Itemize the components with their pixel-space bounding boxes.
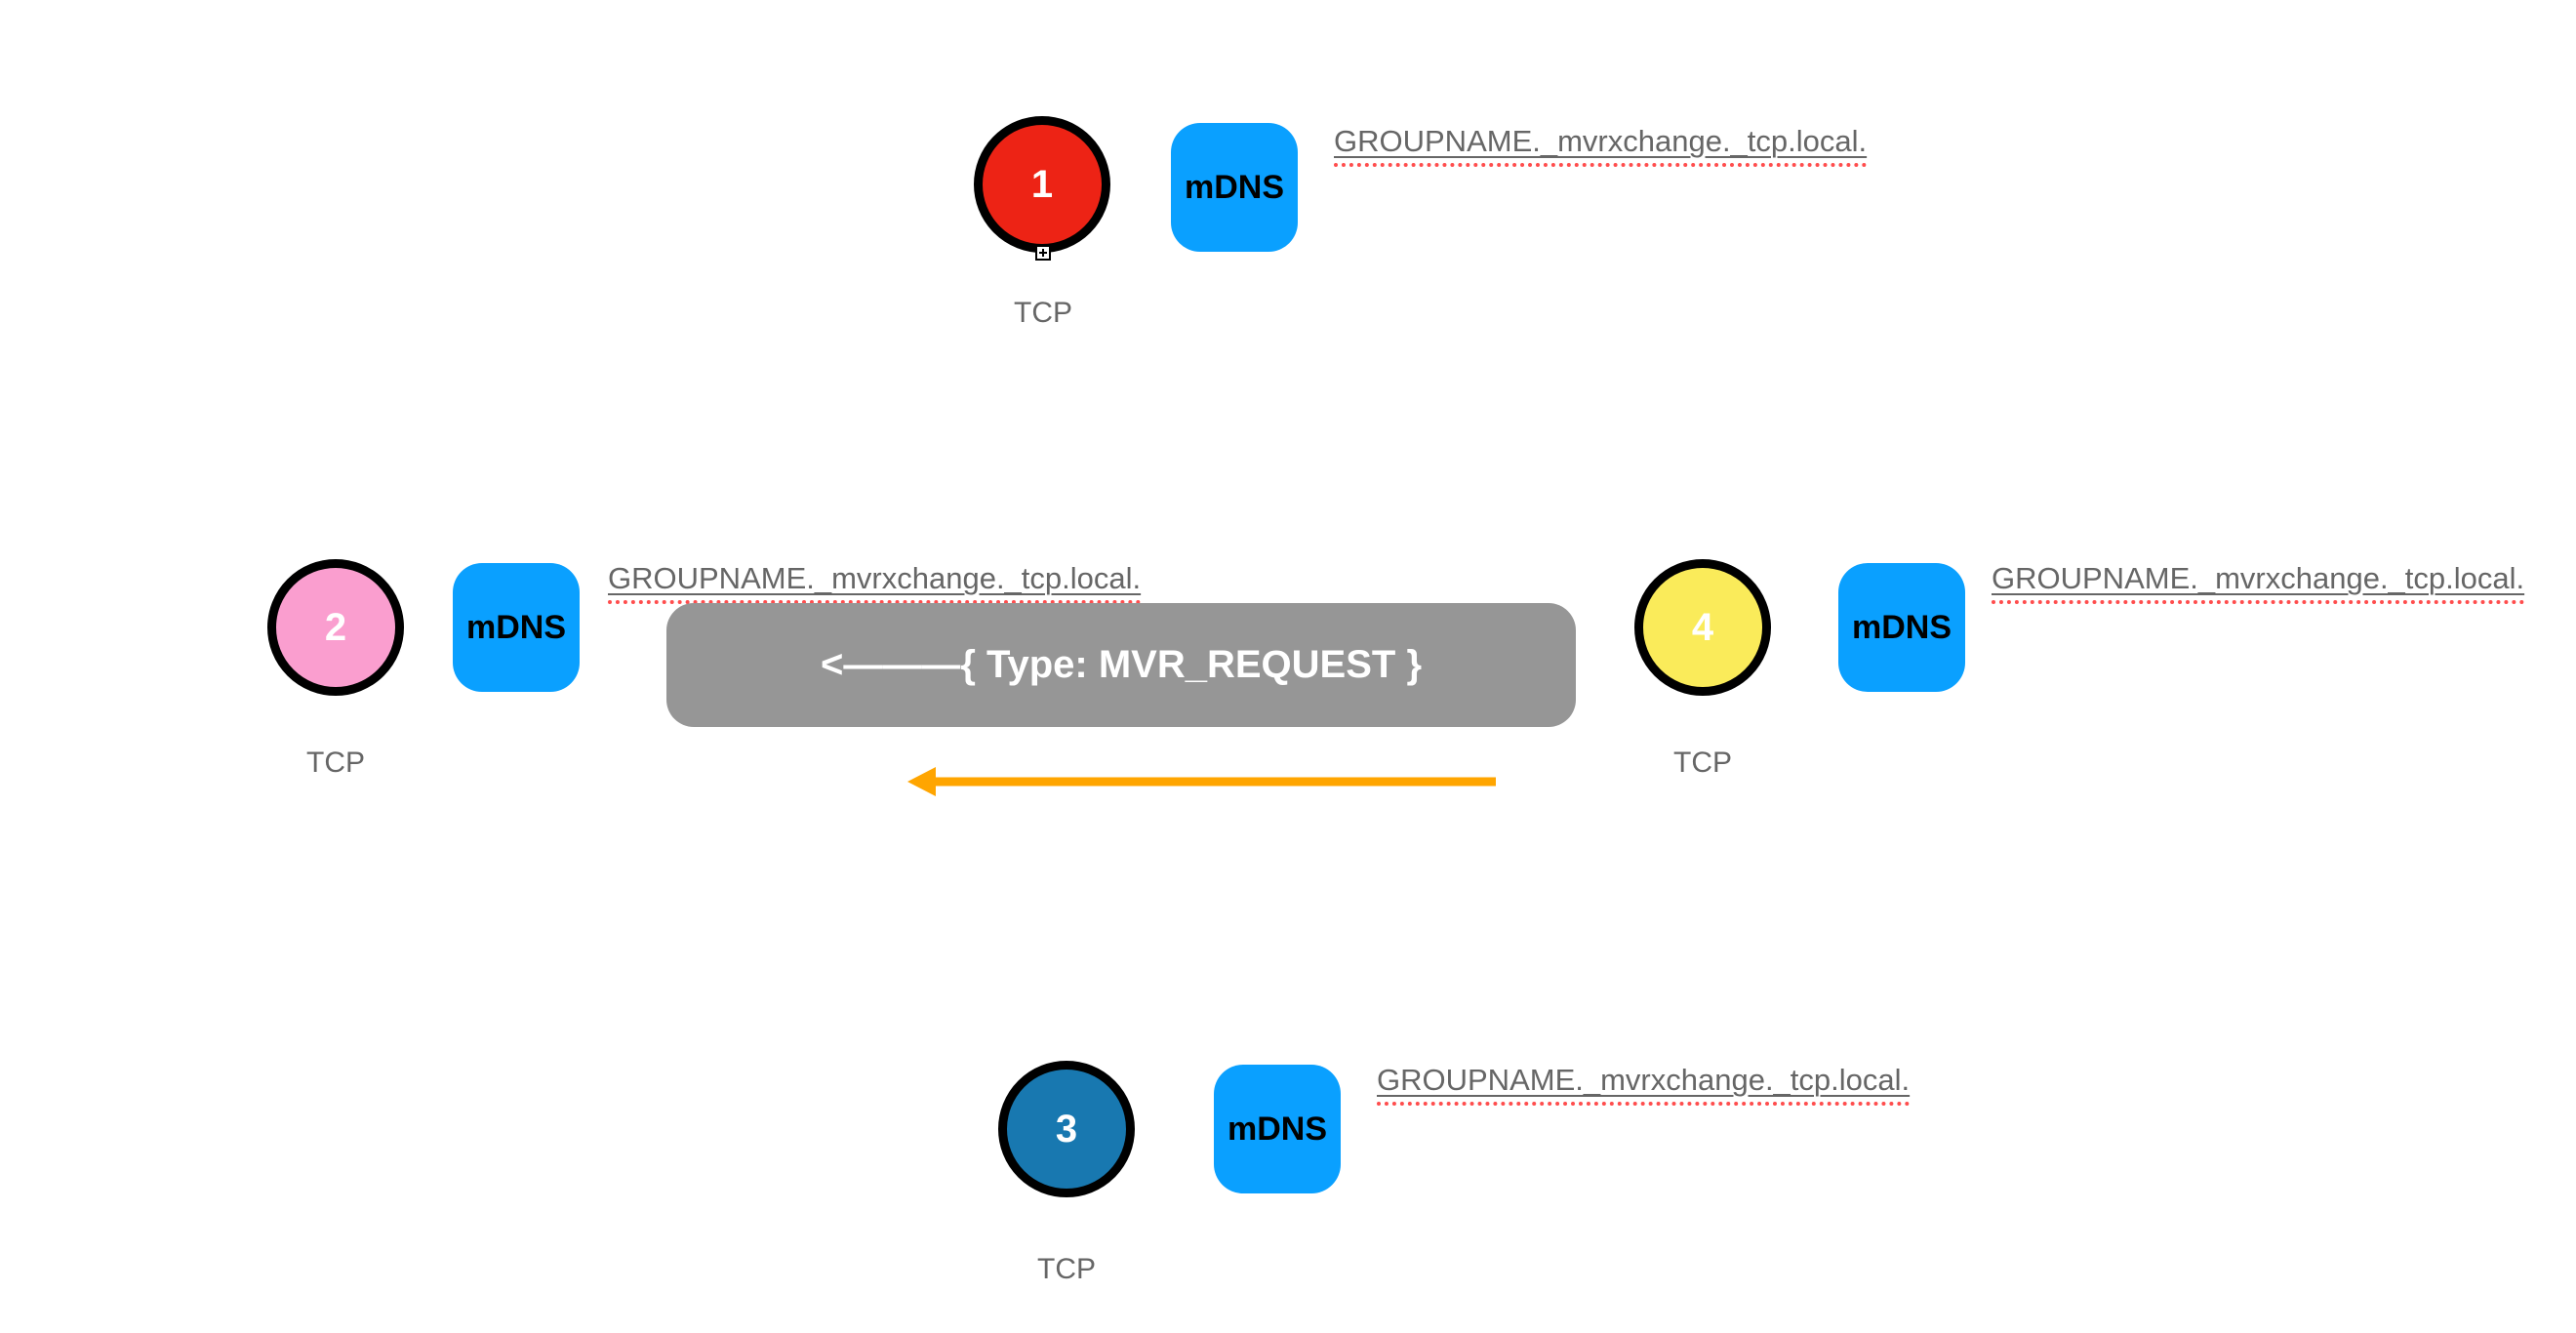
node-circle-2[interactable]: 2 xyxy=(267,559,404,696)
mdns-badge-4[interactable]: mDNS xyxy=(1838,563,1965,692)
node-number-1: 1 xyxy=(1030,163,1054,206)
service-name-1[interactable]: GROUPNAME._mvrxchange._tcp.local. xyxy=(1334,124,1867,159)
tcp-label-1[interactable]: TCP xyxy=(1014,297,1072,329)
tcp-label-3[interactable]: TCP xyxy=(1037,1253,1096,1285)
service-name-text: GROUPNAME._mvrxchange._tcp.local. xyxy=(1992,561,2525,595)
node-number-3: 3 xyxy=(1055,1108,1078,1151)
mdns-badge-3[interactable]: mDNS xyxy=(1214,1065,1341,1193)
service-name-text: GROUPNAME._mvrxchange._tcp.local. xyxy=(608,561,1142,595)
mdns-badge-label: mDNS xyxy=(1851,608,1952,646)
mdns-badge-label: mDNS xyxy=(465,608,567,646)
mdns-badge-label: mDNS xyxy=(1227,1110,1328,1148)
node-circle-1[interactable]: 1 xyxy=(974,116,1110,253)
node-number-4: 4 xyxy=(1691,606,1714,649)
mdns-badge-1[interactable]: mDNS xyxy=(1171,123,1298,252)
node-circle-3[interactable]: 3 xyxy=(998,1061,1135,1197)
service-name-2[interactable]: GROUPNAME._mvrxchange._tcp.local. xyxy=(608,561,1141,596)
arrow-head-icon xyxy=(907,767,936,796)
tcp-label-4[interactable]: TCP xyxy=(1673,747,1732,779)
connection-point-icon[interactable] xyxy=(1035,245,1051,261)
tcp-label-2[interactable]: TCP xyxy=(306,747,365,779)
request-arrow[interactable] xyxy=(903,760,1503,803)
message-text: <———{ Type: MVR_REQUEST } xyxy=(820,643,1423,686)
message-box[interactable]: <———{ Type: MVR_REQUEST } xyxy=(666,603,1576,727)
node-circle-4[interactable]: 4 xyxy=(1634,559,1771,696)
service-name-4[interactable]: GROUPNAME._mvrxchange._tcp.local. xyxy=(1992,561,2524,596)
service-name-text: GROUPNAME._mvrxchange._tcp.local. xyxy=(1377,1063,1911,1097)
service-name-text: GROUPNAME._mvrxchange._tcp.local. xyxy=(1334,124,1868,158)
mdns-badge-label: mDNS xyxy=(1184,168,1285,206)
service-name-3[interactable]: GROUPNAME._mvrxchange._tcp.local. xyxy=(1377,1063,1910,1098)
mdns-badge-2[interactable]: mDNS xyxy=(453,563,580,692)
node-number-2: 2 xyxy=(324,606,347,649)
